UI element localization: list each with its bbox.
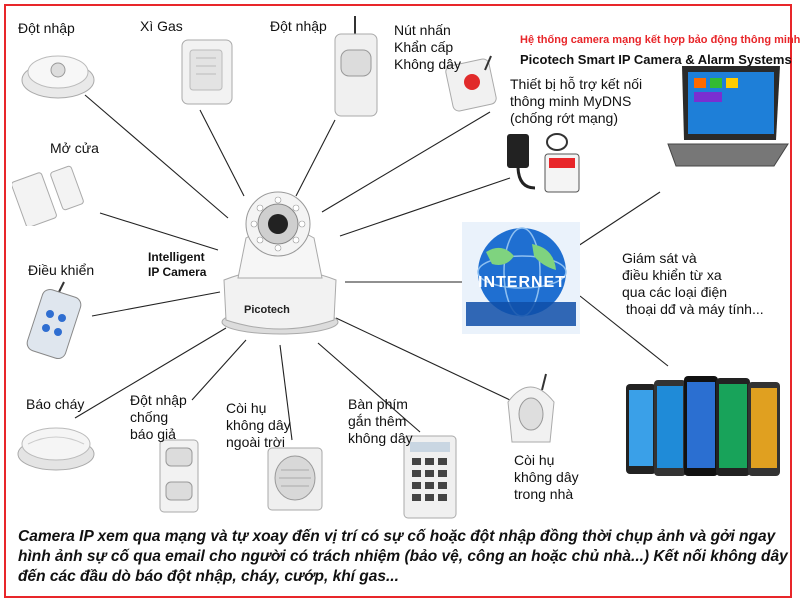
anti-false-sensor-icon [159,439,199,513]
remote-control-icon [26,281,82,360]
label-anti-false: Đột nhập chống báo giả [130,392,187,442]
label-remote: Điều khiển [28,262,95,278]
line-door [99,212,219,251]
line-motion-pir [295,119,336,197]
label-gas: Xì Gas [140,18,183,34]
label-smoke: Báo cháy [26,396,85,412]
line-outdoor-siren [279,344,293,441]
camera-label: Intelligent IP Camera [148,250,207,279]
label-door: Mở cửa [50,140,99,156]
red-frame [4,4,792,598]
internet-globe-icon [462,222,580,334]
line-indoor-siren [335,317,511,401]
line-mydns [339,177,511,237]
line-internet-phones [579,295,669,367]
line-anti-false [191,339,247,401]
gas-detector-icon [181,39,233,105]
label-panic: Nút nhấn Khẩn cấp Không dây [394,22,461,72]
ip-camera-icon [221,191,339,335]
panic-button-icon [445,55,497,112]
label-indoor-siren: Còi hụ không dây trong nhà [514,452,579,502]
line-gas [199,109,245,197]
mydns-device-icon [507,133,580,193]
pir-motion-sensor-icon [334,16,378,117]
line-panic [321,111,491,213]
line-keypad [317,342,421,433]
keypad-icon [403,435,457,519]
header-title-vn: Hệ thống camera mạng kết hợp bảo động th… [520,34,800,46]
smartphones-icon [626,376,780,476]
smoke-detector-icon [17,427,95,471]
label-keypad: Bàn phím gắn thêm không dây [348,396,413,446]
caption-text: Camera IP xem qua mạng và tự xoay đến vị… [18,528,788,585]
camera-brand: Picotech [244,304,290,316]
outdoor-siren-icon [267,447,323,511]
laptop-icon [667,66,789,167]
door-sensor-icon [12,165,84,226]
line-internet-laptop [577,191,661,247]
line-remote [91,291,221,317]
label-remote-view: Giám sát và điều khiển từ xa qua các loạ… [622,250,764,317]
indoor-siren-icon [507,373,555,443]
motion-sensor-top-icon [21,55,95,99]
header-title-en: Picotech Smart IP Camera & Alarm Systems [520,52,792,67]
line-smoke [74,327,227,419]
internet-label: INTERNET [478,274,566,291]
line-motion-top [84,94,229,219]
label-mydns: Thiết bị hỗ trợ kết nối thông minh MyDNS… [510,76,643,126]
label-motion-top: Đột nhập [18,20,75,36]
label-outdoor-siren: Còi hụ không dây ngoài trời [226,400,291,450]
label-motion-pir: Đột nhập [270,18,327,34]
